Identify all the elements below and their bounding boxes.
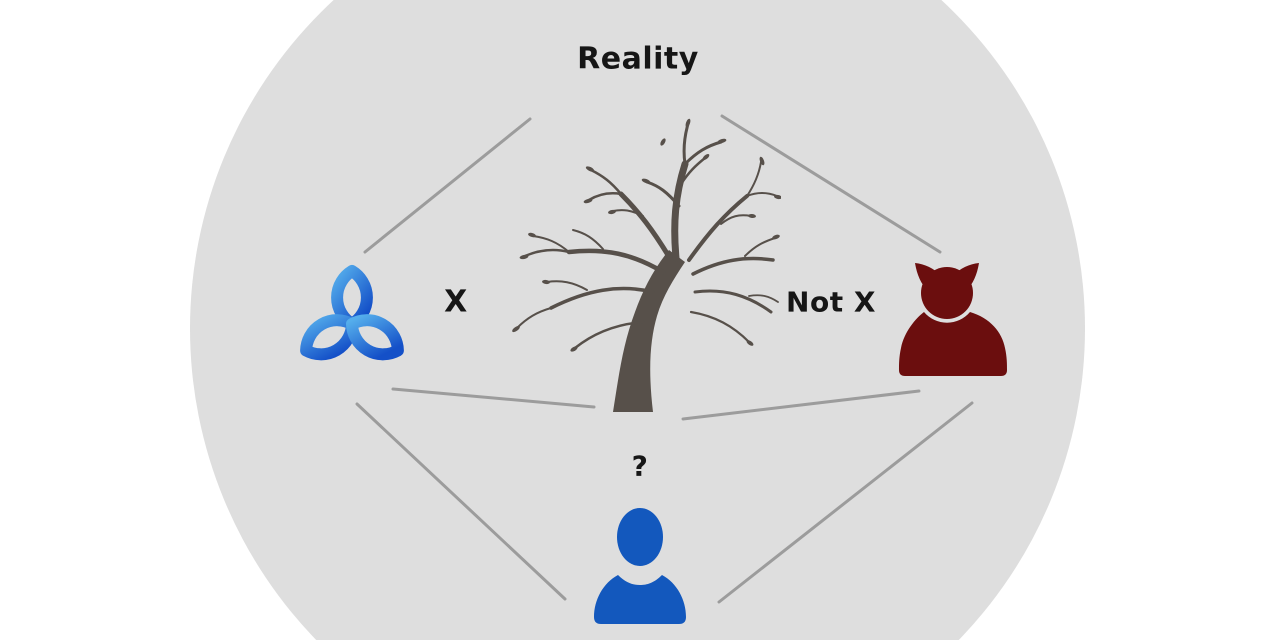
person-head [617,508,663,566]
not-x-label: Not X [786,285,876,319]
tree-trunk [613,250,685,412]
person-figure [594,508,686,624]
tree-leaves [512,118,781,352]
connector-line-x-tree [391,387,596,409]
person-icon [594,508,686,624]
devil-icon [899,263,1007,376]
connector-line-notx-observer [717,401,974,604]
connector-line-group [355,114,974,604]
devil-head [921,267,973,319]
triquetra-knot [300,265,404,361]
person-body [594,575,686,624]
connector-line-x-observer [355,402,567,601]
question-mark-label: ? [631,449,649,483]
tree-icon [512,118,781,412]
connector-line-tree-notx [681,389,921,421]
reality-label: Reality [577,41,699,77]
connector-line-x-reality [363,117,532,254]
devil-body [899,312,1007,376]
triquetra-icon [300,265,404,361]
devil-figure [899,263,1007,376]
x-label: X [444,284,468,320]
tree-branches [516,122,779,350]
connector-line-reality-notx [720,114,942,254]
